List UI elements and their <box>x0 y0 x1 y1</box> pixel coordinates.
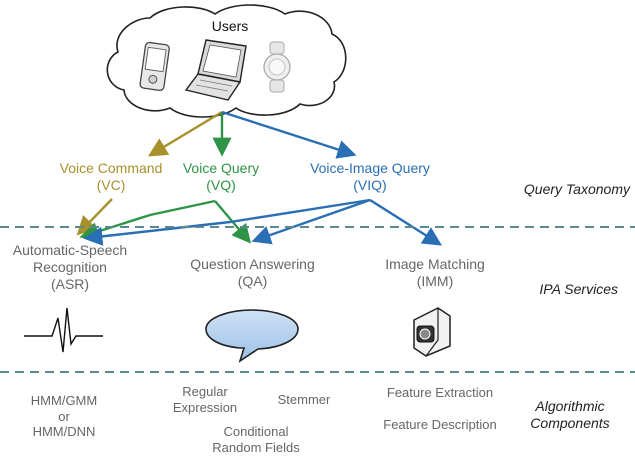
service-qa-abbr: (QA) <box>237 272 268 289</box>
camera-icon <box>413 307 451 357</box>
query-vq-name: Voice Query <box>182 160 260 176</box>
component-stemmer: Stemmer <box>277 392 331 407</box>
component-regex: Regular Expression <box>155 384 255 415</box>
smartphone-icon <box>139 41 170 92</box>
query-vq: Voice Query (VQ) <box>166 160 276 194</box>
speech-bubble-icon <box>205 309 299 363</box>
query-vq-abbr: (VQ) <box>206 176 236 193</box>
query-viq-name: Voice-Image Query <box>310 160 430 176</box>
service-asr-line1: Automatic-Speech <box>12 242 128 258</box>
smartwatch-icon <box>263 41 291 93</box>
component-hmm-gmm: HMM/GMM <box>30 393 98 408</box>
arrow-viq-to-imm <box>369 198 443 246</box>
arrow-vq-to-asr <box>79 199 216 241</box>
layer-algo-line1: Algorithmic <box>535 398 605 414</box>
layer-algorithmic-components: Algorithmic Components <box>520 398 620 432</box>
component-asr-models: HMM/GMM or HMM/DNN <box>14 393 114 440</box>
service-asr: Automatic-Speech Recognition (ASR) <box>0 242 140 292</box>
query-vc-abbr: (VC) <box>96 176 126 193</box>
component-crf-line1: Conditional <box>223 424 289 439</box>
arrow-users-to-vc <box>147 110 223 157</box>
component-hmm-dnn: HMM/DNN <box>32 424 96 440</box>
service-imm-name: Image Matching <box>385 256 485 272</box>
component-crf-line2: Random Fields <box>212 439 300 455</box>
laptop-icon <box>184 39 247 101</box>
service-asr-abbr: (ASR) <box>50 275 90 292</box>
service-qa: Question Answering (QA) <box>175 256 330 290</box>
service-asr-line2: Recognition <box>33 258 107 275</box>
layer-algo-line2: Components <box>530 414 610 431</box>
arrow-users-to-viq <box>221 110 357 159</box>
users-label: Users <box>211 18 249 34</box>
component-feature-description: Feature Description <box>383 417 497 432</box>
component-regex-line2: Expression <box>172 399 238 415</box>
service-imm-abbr: (IMM) <box>416 272 454 289</box>
component-feature-extraction: Feature Extraction <box>386 385 494 400</box>
component-crf: Conditional Random Fields <box>196 424 316 455</box>
arrow-vq-to-qa <box>214 200 252 244</box>
service-imm: Image Matching (IMM) <box>375 256 495 290</box>
query-viq: Voice-Image Query (VIQ) <box>290 160 450 194</box>
service-qa-name: Question Answering <box>190 256 315 272</box>
waveform-icon <box>24 307 103 353</box>
query-vc-name: Voice Command <box>59 160 163 176</box>
arrow-viq-to-qa <box>251 198 371 245</box>
query-viq-abbr: (VIQ) <box>353 176 387 193</box>
arrow-viq-to-asr <box>83 198 371 246</box>
component-or: or <box>58 408 70 424</box>
layer-query-taxonomy: Query Taxonomy <box>523 181 630 197</box>
component-regex-line1: Regular <box>182 384 228 399</box>
query-vc: Voice Command (VC) <box>36 160 186 194</box>
layer-ipa-services: IPA Services <box>539 281 618 297</box>
